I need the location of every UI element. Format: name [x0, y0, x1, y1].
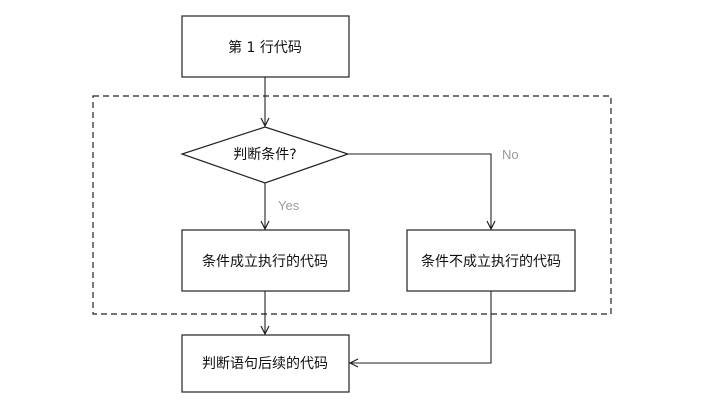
start-node: 第 1 行代码 — [181, 15, 350, 78]
start-node-label: 第 1 行代码 — [228, 39, 302, 56]
condition-node-label: 判断条件? — [233, 146, 296, 163]
false-branch-node-label: 条件不成立执行的代码 — [421, 253, 561, 270]
true-branch-node-label: 条件成立执行的代码 — [202, 253, 328, 270]
after-node: 判断语句后续的代码 — [181, 334, 350, 393]
edge-false-to-after — [350, 291, 492, 363]
false-branch-node: 条件不成立执行的代码 — [406, 229, 576, 292]
no-label: No — [502, 147, 519, 162]
true-branch-node: 条件成立执行的代码 — [181, 229, 350, 292]
condition-group-boundary — [92, 95, 612, 315]
yes-label: Yes — [278, 198, 300, 213]
edge-condition-to-false — [348, 153, 491, 229]
condition-node: 判断条件? — [180, 126, 350, 184]
after-node-label: 判断语句后续的代码 — [202, 355, 328, 372]
